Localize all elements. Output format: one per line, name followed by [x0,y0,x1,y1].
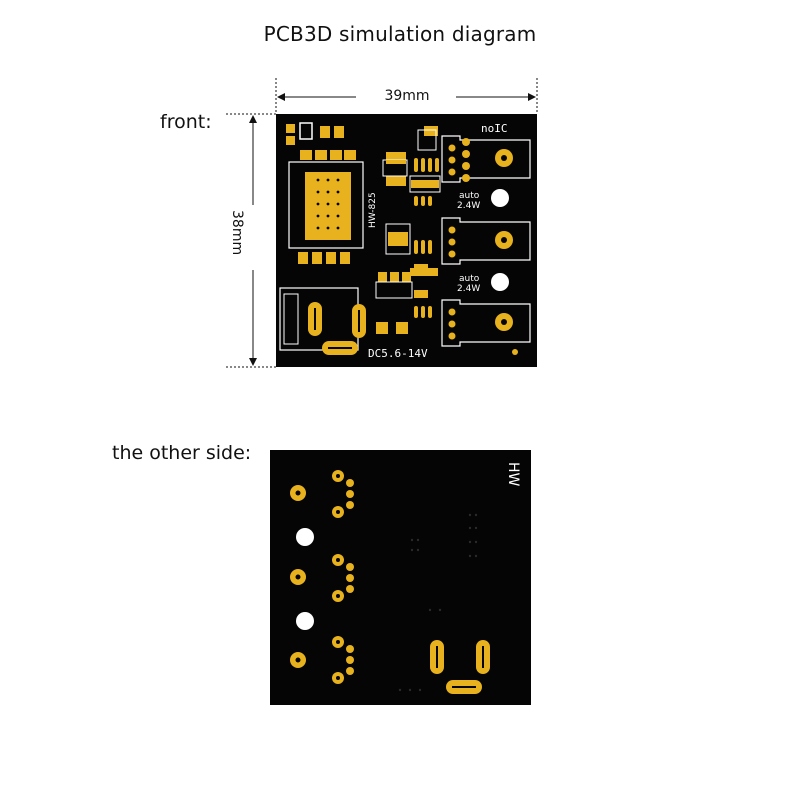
back-board: HW [270,450,531,705]
power-silkscreen-2: 2.4W [457,284,480,294]
width-dimension-label: 39mm [384,88,430,104]
front-board: HW-825 [276,114,537,367]
back-side-label: the other side: [112,442,252,464]
page-title: PCB3D simulation diagram [263,22,537,46]
voltage-silkscreen: DC5.6-14V [368,347,428,360]
front-label: front: [160,111,212,133]
hw-silkscreen: HW [505,462,521,487]
power-silkscreen-1: 2.4W [457,201,480,211]
height-dimension [226,113,276,368]
width-dimension [275,78,538,112]
auto-silkscreen-2: auto [459,274,480,284]
model-silkscreen: HW-825 [368,192,378,228]
auto-silkscreen-1: auto [459,191,480,201]
noic-silkscreen: noIC [481,122,508,135]
